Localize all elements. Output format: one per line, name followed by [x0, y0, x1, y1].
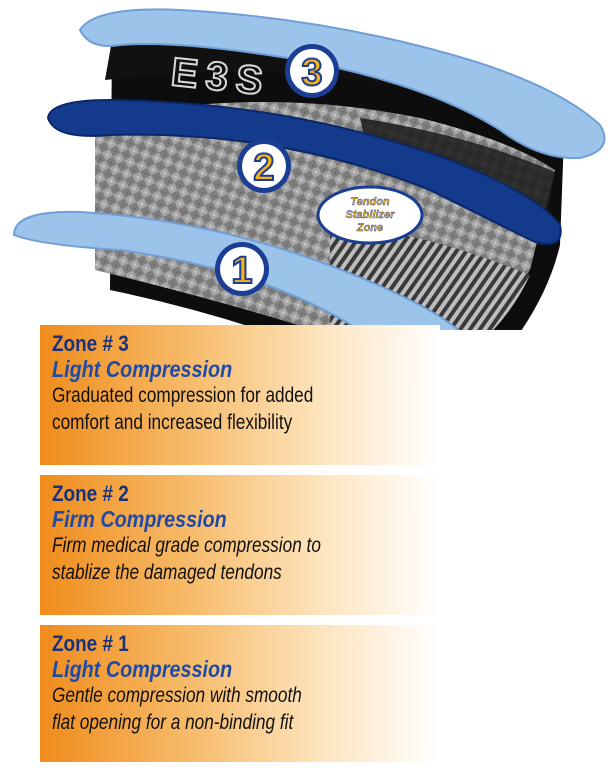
ring-zone2	[46, 98, 562, 245]
badge-zone2: 2	[237, 139, 291, 193]
stabilizer-line3: Zone	[356, 222, 383, 234]
zone2-subtitle: Firm Compression	[52, 506, 227, 532]
zone1-title: Zone # 1	[52, 631, 129, 656]
badge-zone1: 1	[215, 242, 269, 296]
zone3-desc-line2: comfort and increased flexibility	[52, 411, 293, 434]
zone3-title: Zone # 3	[52, 331, 129, 356]
zone2-desc-line1: Firm medical grade compression to	[52, 534, 321, 557]
zone3-panel: Zone # 3 Light Compression Graduated com…	[40, 325, 440, 465]
badge-zone3-number: 3	[301, 52, 322, 94]
tendon-stabilizer-label: Tendon Stabilizer Zone	[316, 185, 424, 245]
ring-zone3	[78, 8, 606, 160]
zone2-panel: Zone # 2 Firm Compression Firm medical g…	[40, 475, 440, 615]
zone1-panel: Zone # 1 Light Compression Gentle compre…	[40, 625, 440, 762]
zone1-desc-line2: flat opening for a non-binding fit	[52, 711, 294, 734]
sleeve-illustration: E3S Tendon Stabilizer Zone 3 2 1	[12, 8, 606, 330]
zone3-subtitle: Light Compression	[52, 356, 233, 382]
badge-zone1-number: 1	[231, 250, 252, 292]
stabilizer-line1: Tendon	[350, 196, 390, 208]
zone1-desc-line1: Gentle compression with smooth	[52, 684, 302, 707]
badge-zone2-number: 2	[253, 147, 274, 189]
zone3-desc-line1: Graduated compression for added	[52, 384, 314, 407]
zone2-title: Zone # 2	[52, 481, 129, 506]
zone2-desc-line2: stablize the damaged tendons	[52, 561, 282, 584]
badge-zone3: 3	[285, 44, 339, 98]
stabilizer-line2: Stabilizer	[346, 209, 396, 221]
zone1-subtitle: Light Compression	[52, 656, 233, 682]
